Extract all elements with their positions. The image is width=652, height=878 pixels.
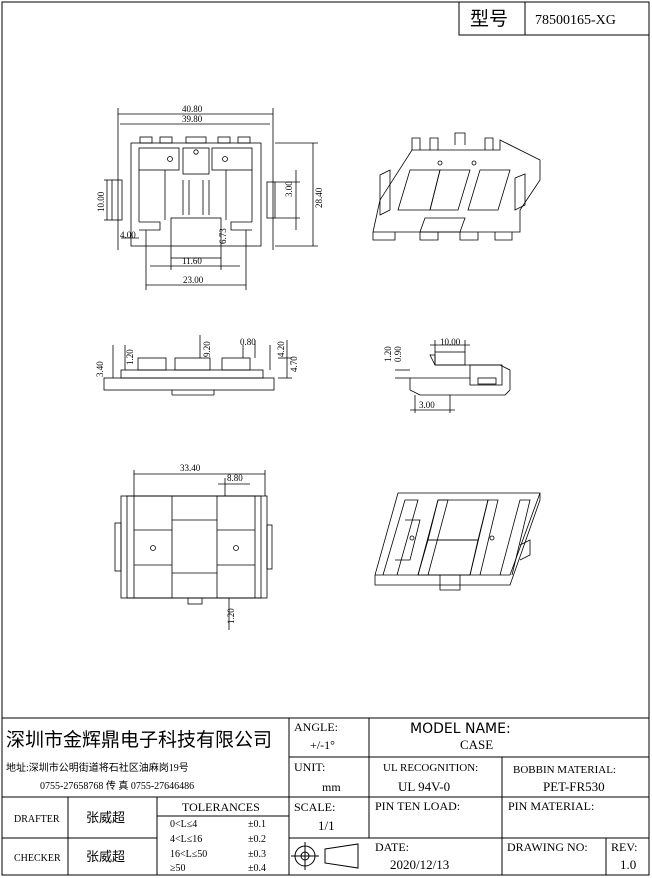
tolerance-range: ≥50 [170,863,186,874]
dim-front-920: 9.20 [202,341,212,357]
scale-label: SCALE: [294,800,335,814]
tolerance-value: ±0.1 [248,819,266,830]
company-phone: 0755-27658768 传 真 0755-27646486 [40,779,194,792]
drafter-label: DRAFTER [14,814,60,825]
dim-front-120: 1.20 [125,349,135,365]
drawing-no-label: DRAWING NO: [507,840,588,854]
bobbin-label: BOBBIN MATERIAL: [513,764,616,776]
dim-front-420: 4.20 [276,341,286,357]
dim-left-height: 10.00 [96,191,106,212]
model-name-label: MODEL NAME: [410,721,511,737]
date-label: DATE: [375,840,409,854]
tolerance-range: 0<L≤4 [170,819,197,830]
rev-value: 1.0 [620,857,636,872]
dim-bottom-120: 1.20 [226,608,236,624]
angle-label: ANGLE: [294,720,338,734]
dim-inner-width: 39.80 [182,114,203,124]
dim-overall-width: 40.80 [182,104,203,114]
pin-material-label: PIN MATERIAL: [508,799,594,813]
angle-value: +/-1° [310,738,335,752]
rev-label: REV: [611,840,637,854]
title-block [2,717,649,875]
tolerance-value: ±0.3 [248,849,266,860]
top-view: 40.80 39.80 10.00 28.40 [96,104,324,290]
scale-value: 1/1 [318,818,335,833]
bobbin-value: PET-FR530 [543,779,605,794]
date-value: 2020/12/13 [390,857,449,872]
model-name-value: CASE [460,737,493,752]
checker-value: 张威超 [86,849,125,864]
projection-symbol [291,842,359,870]
dim-bottom-3340: 33.40 [180,463,201,473]
dim-side-090: 0.90 [393,346,403,362]
tolerances-label: TOLERANCES [182,800,260,814]
unit-label: UNIT: [294,760,325,774]
dim-front-470: 4.70 [289,356,299,372]
unit-value: mm [322,780,341,794]
bottom-view: 33.40 8.80 1.20 [114,463,273,630]
dim-front-340: 3.40 [95,361,105,377]
dim-left-offset: 4.00 [120,230,136,240]
side-view: 10.00 1.20 0.90 3.00 [383,337,511,413]
ul-value: UL 94V-0 [398,779,450,794]
part-number: 78500165-XG [535,13,616,28]
dim-tab-height: 3.00 [284,181,294,197]
tolerance-value: ±0.4 [248,863,266,874]
dim-slot-width: 11.60 [182,256,202,266]
company-name: 深圳市金辉鼎电子科技有限公司 [6,729,272,751]
ul-label: UL RECOGNITION: [383,762,478,774]
dim-bottom-880: 8.80 [227,473,243,483]
front-view: 3.40 1.20 9.20 0.80 4.20 4.70 [95,335,299,396]
dim-front-080: 0.80 [240,337,256,347]
tolerance-range: 4<L≤16 [170,834,202,845]
tolerance-range: 16<L≤50 [170,849,207,860]
type-label: 型号 [470,8,508,30]
company-address: 地址:深圳市公明街道将石社区油麻岗19号 [6,761,189,774]
pin-ten-load-label: PIN TEN LOAD: [375,799,460,813]
iso-view-top [372,132,541,241]
drafter-value: 张威超 [86,810,125,825]
dim-base-width: 23.00 [183,275,204,285]
dim-overall-height: 28.40 [314,187,324,208]
dim-side-300: 3.00 [419,400,435,410]
dim-side-120: 1.20 [383,346,393,362]
dim-side-1000: 10.00 [440,337,461,347]
checker-label: CHECKER [14,853,61,864]
dim-slot-depth: 6.73 [218,228,228,244]
part-number-box: 型号 78500165-XG [458,1,650,36]
iso-view-bottom [374,492,541,591]
tolerance-value: ±0.2 [248,834,266,845]
